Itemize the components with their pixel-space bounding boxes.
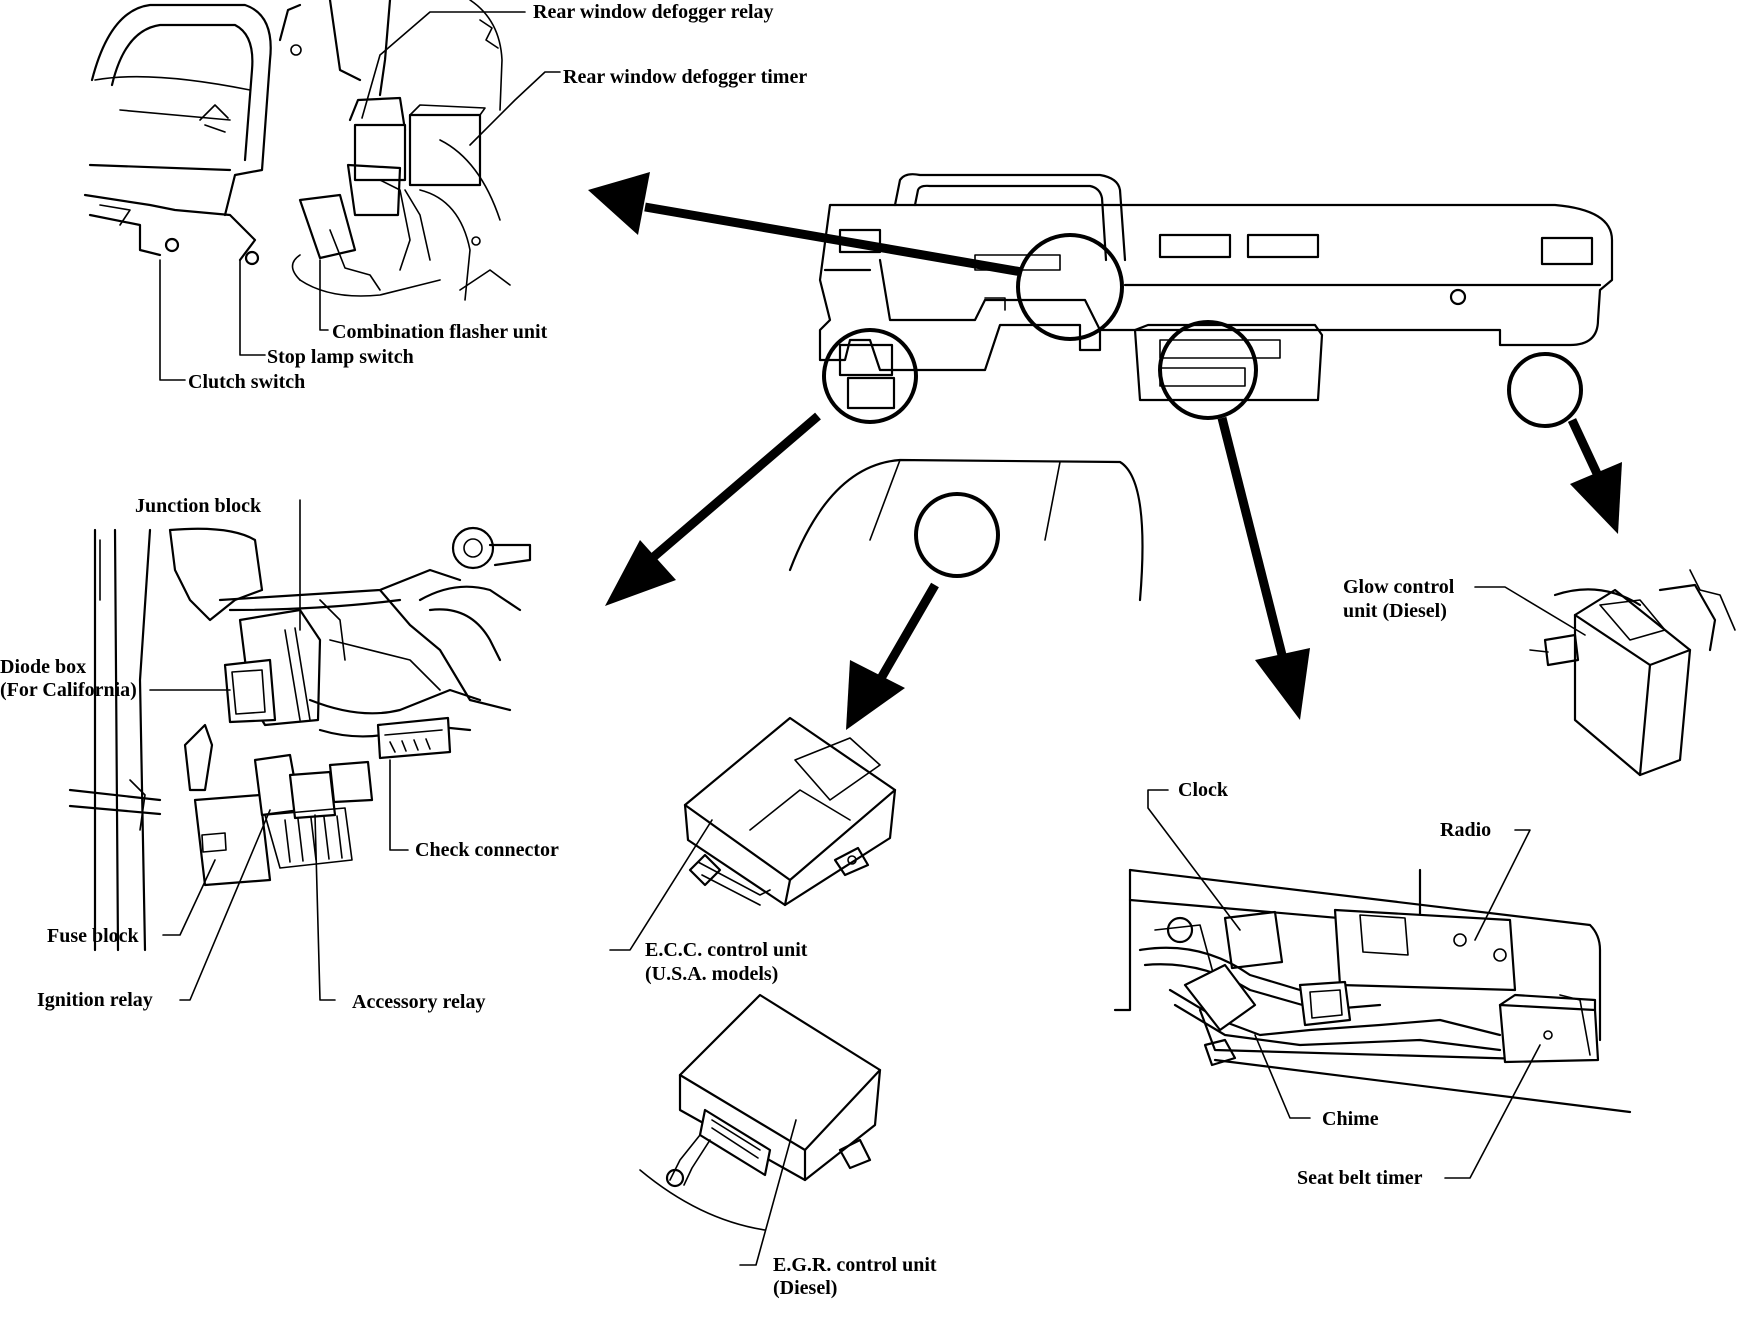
ecc-control-unit-drawing [609,716,897,951]
detail-center-console [1113,789,1632,1179]
detail-kick-panel [68,499,532,1001]
label-stop-lamp-switch: Stop lamp switch [267,346,414,368]
label-egr-note: (Diesel) [773,1277,838,1299]
label-chime: Chime [1322,1108,1379,1130]
label-diode-box-note: (For California) [0,679,137,701]
label-ecc-control-unit: E.C.C. control unit [645,939,808,961]
dashboard-overview [818,173,1614,428]
label-seat-belt-timer: Seat belt timer [1297,1167,1423,1189]
egr-control-unit-drawing [639,993,882,1266]
label-egr-control-unit: E.G.R. control unit [773,1254,937,1276]
label-rear-window-defogger-relay: Rear window defogger relay [533,1,774,23]
label-radio: Radio [1440,819,1492,841]
label-check-connector: Check connector [415,839,559,861]
label-ignition-relay: Ignition relay [37,989,153,1011]
pointer-arrows [588,172,1622,730]
floor-console-outline [788,458,1144,602]
detail-under-dash-relays [83,0,561,381]
label-ecc-note: (U.S.A. models) [645,963,779,985]
label-junction-block: Junction block [135,495,262,517]
label-combination-flasher-unit: Combination flasher unit [332,321,548,343]
label-accessory-relay: Accessory relay [352,991,486,1013]
label-clock: Clock [1178,779,1228,801]
glow-control-unit-drawing [1474,569,1736,777]
label-fuse-block: Fuse block [47,925,139,947]
label-clutch-switch: Clutch switch [188,371,306,393]
label-diode-box: Diode box [0,656,87,678]
label-rear-window-defogger-timer: Rear window defogger timer [563,66,808,88]
label-glow-control-unit-line2: unit (Diesel) [1343,600,1447,622]
label-glow-control-unit-line1: Glow control [1343,576,1455,598]
